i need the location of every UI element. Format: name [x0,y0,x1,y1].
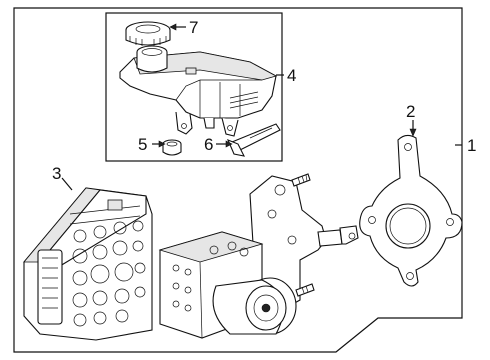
callout-4: 4 [287,66,296,85]
reservoir-group-box [105,12,283,162]
gasket [359,134,463,287]
reservoir-cap [125,21,171,46]
callout-7: 7 [189,18,198,37]
assembly-frame [13,7,463,353]
callout-3: 3 [52,164,61,183]
control-module [23,187,153,341]
callout-1: 1 [467,136,476,155]
grommet [162,139,182,156]
callout-2: 2 [406,102,415,121]
callout-5: 5 [138,135,147,154]
callout-6: 6 [204,135,213,154]
reservoir [119,45,278,137]
leader-lines [61,23,462,191]
modulator-assembly [158,173,359,339]
